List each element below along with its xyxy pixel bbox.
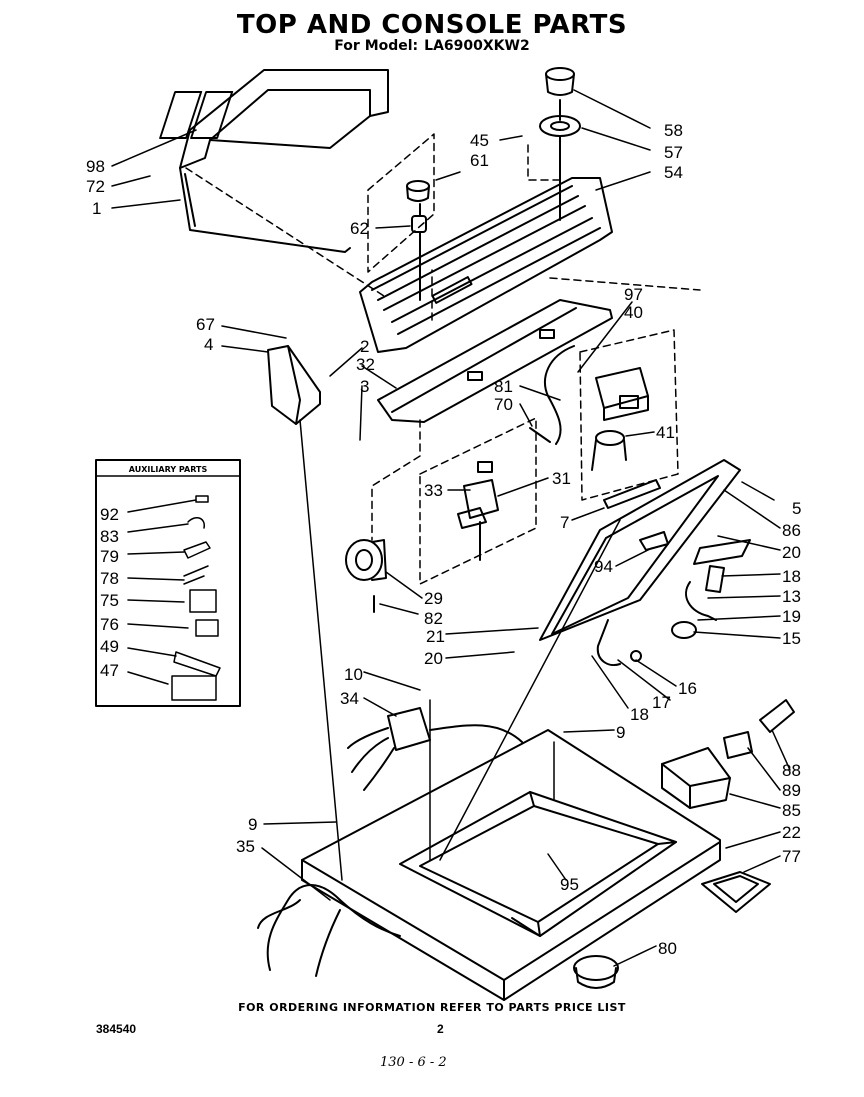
aux-item: 76: [100, 615, 119, 634]
callout-labels: 98 72 1 45 61 58 57 54 62 67 4 2 32 3 97…: [86, 121, 801, 958]
switch-part: [591, 367, 649, 471]
callout: 88: [782, 761, 801, 780]
callout: 32: [356, 355, 375, 374]
aux-item: 79: [100, 547, 119, 566]
document-number: 384540: [96, 1022, 137, 1036]
selector-group-box: [419, 417, 537, 585]
callout: 94: [594, 557, 613, 576]
wire-harness-part: [257, 707, 523, 977]
callout: 85: [782, 801, 801, 820]
lid-frame-part: [539, 459, 751, 641]
callout: 31: [552, 469, 571, 488]
callout: 70: [494, 395, 513, 414]
auxiliary-number-list: 92 83 79 78 75 76 49 47: [100, 505, 119, 680]
foot-part: [573, 871, 771, 989]
aux-item: 75: [100, 591, 119, 610]
handwritten-note: 130 - 6 - 2: [380, 1055, 447, 1070]
auxiliary-parts-drawings: [127, 495, 221, 701]
model-label: For Model:: [334, 38, 419, 54]
model-number: LA6900XKW2: [424, 38, 530, 54]
ordering-note: FOR ORDERING INFORMATION REFER TO PARTS …: [238, 1001, 626, 1014]
callout: 29: [424, 589, 443, 608]
callout: 33: [424, 481, 443, 500]
callout: 15: [782, 629, 801, 648]
aux-item: 49: [100, 637, 119, 656]
callout: 2: [360, 337, 369, 356]
aux-item: 47: [100, 661, 119, 680]
callout: 41: [656, 423, 675, 442]
dash-link: [549, 277, 701, 291]
wire-81: [544, 345, 575, 445]
callout: 21: [426, 627, 445, 646]
callout: 4: [204, 335, 213, 354]
callout: 67: [196, 315, 215, 334]
callout: 89: [782, 781, 801, 800]
callout: 5: [792, 499, 801, 518]
callout: 54: [664, 163, 683, 182]
callout: 80: [658, 939, 677, 958]
end-cap-part: [267, 345, 321, 425]
motor-switch-part: [345, 539, 387, 613]
top-cover-part: [301, 729, 721, 1001]
timer-knob-part: [539, 67, 581, 221]
callout: 17: [652, 693, 671, 712]
aux-item: 83: [100, 527, 119, 546]
callout: 61: [470, 151, 489, 170]
selector-knob-part: [406, 180, 430, 301]
callout: 13: [782, 587, 801, 606]
knob-group-box: [367, 133, 435, 273]
callout: 20: [424, 649, 443, 668]
callout: 20: [782, 543, 801, 562]
callout: 19: [782, 607, 801, 626]
callout: 18: [782, 567, 801, 586]
page-number: 2: [437, 1022, 444, 1036]
callout: 45: [470, 131, 489, 150]
callout: 72: [86, 177, 105, 196]
callout: 62: [350, 219, 369, 238]
switch-group-box: [579, 329, 679, 501]
callout: 77: [782, 847, 801, 866]
model-line: For Model: LA6900XKW2: [0, 38, 864, 54]
callout: 9: [616, 723, 625, 742]
aux-item: 92: [100, 505, 119, 524]
callout: 82: [424, 609, 443, 628]
bracket-part: [661, 699, 795, 809]
console-bracket-part: [377, 299, 613, 423]
callout: 35: [236, 837, 255, 856]
callout: 34: [340, 689, 359, 708]
callout: 57: [664, 143, 683, 162]
auxiliary-title: AUXILIARY PARTS: [129, 465, 208, 474]
callout: 22: [782, 823, 801, 842]
screw-70: [529, 427, 551, 443]
auxiliary-parts-box: [95, 459, 241, 707]
callout: 81: [494, 377, 513, 396]
callout: 3: [360, 377, 369, 396]
selector-switch-part: [457, 461, 499, 561]
callout: 95: [560, 875, 579, 894]
callout: 97: [624, 285, 643, 304]
callout: 40: [624, 303, 643, 322]
callout: 16: [678, 679, 697, 698]
callout: 98: [86, 157, 105, 176]
lid-switch-part: [596, 565, 725, 666]
callout: 1: [92, 199, 101, 218]
callout: 58: [664, 121, 683, 140]
page-title: TOP AND CONSOLE PARTS: [236, 10, 628, 40]
console-panel-part: [159, 69, 389, 253]
console-back-part: [359, 177, 613, 353]
callout: 18: [630, 705, 649, 724]
callout: 9: [248, 815, 257, 834]
callout: 86: [782, 521, 801, 540]
aux-item: 78: [100, 569, 119, 588]
callout: 7: [560, 513, 569, 532]
callout: 10: [344, 665, 363, 684]
